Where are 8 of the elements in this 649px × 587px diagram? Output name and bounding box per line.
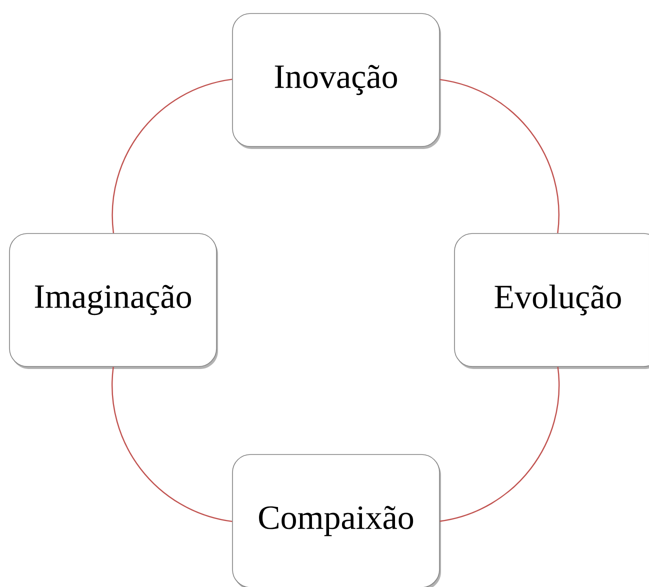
connector-arc	[440, 366, 560, 522]
rounded-box: Inovação	[232, 13, 441, 149]
rounded-box: Evolução	[454, 233, 649, 369]
connector-arc	[440, 78, 560, 234]
connector-arc	[112, 366, 232, 522]
rounded-box: Compaixão	[232, 454, 441, 587]
connector-arc	[112, 78, 232, 234]
rounded-box: Imaginação	[9, 233, 218, 369]
